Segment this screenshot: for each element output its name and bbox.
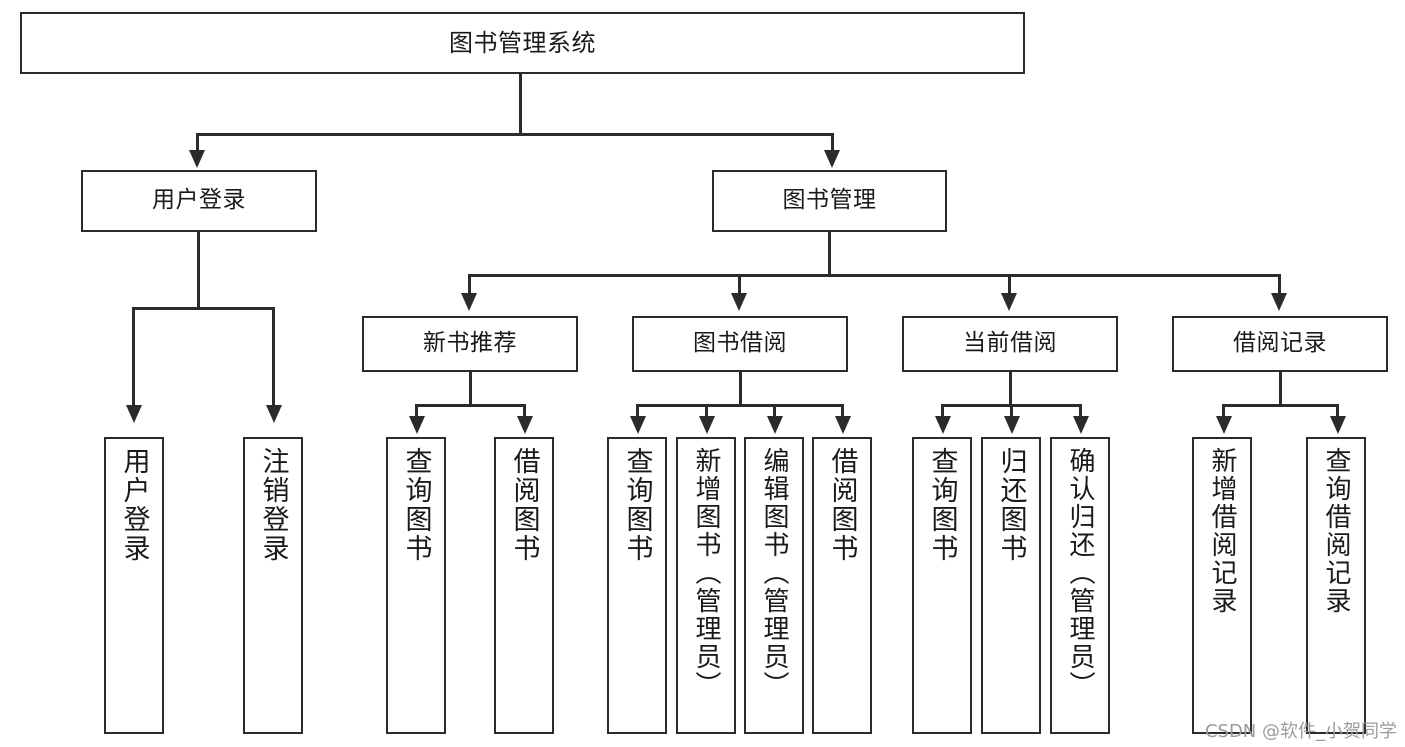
node-book-management[interactable]: 图书管理 [712,170,947,232]
node-current-borrow[interactable]: 当前借阅 [902,316,1118,372]
connector-book-borrow-leaf4 [841,404,844,418]
connector-new-book-bus [415,404,525,407]
connector-to-user-login [196,133,199,153]
connector-book-borrow-leaf1 [636,404,639,418]
node-leaf-borrow-book-1[interactable]: 借阅图书 [494,437,554,734]
connector-borrow-record-leaf1 [1222,404,1225,418]
node-leaf-edit-book-admin[interactable]: 编辑图书（管理员） [744,437,804,734]
node-leaf-confirm-return-admin[interactable]: 确认归还（管理员） [1050,437,1110,734]
node-leaf-query-borrow-record[interactable]: 查询借阅记录 [1306,437,1366,734]
node-user-login[interactable]: 用户登录 [81,170,317,232]
node-leaf-query-book-3[interactable]: 查询图书 [912,437,972,734]
arrowhead-leaf-add-borrow-record [1216,416,1232,434]
csdn-watermark: CSDN @软件_小贺同学 [1204,721,1397,742]
node-leaf-query-book-1[interactable]: 查询图书 [386,437,446,734]
connector-level2-bus [196,133,833,136]
node-root-system[interactable]: 图书管理系统 [20,12,1025,74]
arrowhead-book-management [824,150,840,168]
connector-user-login-bus [132,307,275,310]
node-leaf-add-borrow-record[interactable]: 新增借阅记录 [1192,437,1252,734]
node-leaf-logout-login[interactable]: 注销登录 [243,437,303,734]
node-label: 查询图书 [926,447,958,563]
node-label: 借阅图书 [826,447,858,563]
node-label: 查询图书 [400,447,432,563]
arrowhead-leaf-return-book [1004,416,1020,434]
connector-user-login-leaf1 [132,307,135,407]
node-leaf-borrow-book-2[interactable]: 借阅图书 [812,437,872,734]
arrowhead-leaf-query-book-1 [409,416,425,434]
connector-to-new-book-recommend [468,274,471,296]
connector-level3-bus [468,274,1280,277]
arrowhead-borrow-record [1271,293,1287,311]
arrowhead-book-borrow [731,293,747,311]
node-new-book-recommend[interactable]: 新书推荐 [362,316,578,372]
connector-book-borrow-bus [636,404,843,407]
node-label: 借阅记录 [1233,330,1327,357]
node-leaf-return-book[interactable]: 归还图书 [981,437,1041,734]
connector-book-borrow-down [739,372,742,406]
connector-to-current-borrow [1008,274,1011,296]
connector-current-borrow-leaf3 [1079,404,1082,418]
arrowhead-leaf-query-borrow-record [1330,416,1346,434]
arrowhead-current-borrow [1001,293,1017,311]
connector-borrow-record-leaf2 [1336,404,1339,418]
connector-book-borrow-leaf3 [773,404,776,418]
arrowhead-new-book-recommend [461,293,477,311]
node-label: 注销登录 [257,447,289,563]
node-leaf-query-book-2[interactable]: 查询图书 [607,437,667,734]
node-leaf-add-book-admin[interactable]: 新增图书（管理员） [676,437,736,734]
node-book-borrow[interactable]: 图书借阅 [632,316,848,372]
connector-user-login-down [197,232,200,308]
arrowhead-leaf-edit-book-admin [767,416,783,434]
arrowhead-leaf-logout-login [266,405,282,423]
connector-to-book-management [831,133,834,153]
arrowhead-leaf-query-book-2 [630,416,646,434]
connector-user-login-leaf2 [272,307,275,407]
arrowhead-leaf-borrow-book-1 [517,416,533,434]
arrowhead-leaf-add-book-admin [699,416,715,434]
node-label: 新书推荐 [423,330,517,357]
connector-book-borrow-leaf2 [705,404,708,418]
node-label: 图书借阅 [693,330,787,357]
node-label: 当前借阅 [963,330,1057,357]
connector-current-borrow-leaf2 [1010,404,1013,418]
node-label: 用户登录 [152,187,246,214]
node-label: 新增图书（管理员） [691,447,721,699]
node-label: 图书管理 [782,187,877,214]
arrowhead-leaf-borrow-book-2 [835,416,851,434]
arrowhead-leaf-confirm-return-admin [1073,416,1089,434]
connector-to-borrow-record [1278,274,1281,296]
connector-new-book-down [469,372,472,406]
connector-book-management-down [828,232,831,276]
connector-new-book-leaf1 [415,404,418,418]
node-label: 新增借阅记录 [1207,447,1237,615]
arrowhead-user-login [189,150,205,168]
connector-to-book-borrow [738,274,741,296]
connector-new-book-leaf2 [523,404,526,418]
arrowhead-leaf-query-book-3 [935,416,951,434]
connector-borrow-record-bus [1222,404,1338,407]
node-label: 图书管理系统 [449,28,596,57]
node-borrow-record[interactable]: 借阅记录 [1172,316,1388,372]
node-label: 借阅图书 [508,447,540,563]
connector-current-borrow-down [1009,372,1012,406]
node-label: 查询借阅记录 [1321,447,1351,615]
node-label: 归还图书 [995,447,1027,563]
arrowhead-leaf-user-login [126,405,142,423]
node-leaf-user-login[interactable]: 用户登录 [104,437,164,734]
connector-borrow-record-down [1279,372,1282,406]
node-label: 查询图书 [621,447,653,563]
node-label: 确认归还（管理员） [1065,447,1095,699]
connector-current-borrow-leaf1 [941,404,944,418]
connector-root-down [519,74,522,134]
node-label: 编辑图书（管理员） [759,447,789,699]
node-label: 用户登录 [118,447,150,563]
